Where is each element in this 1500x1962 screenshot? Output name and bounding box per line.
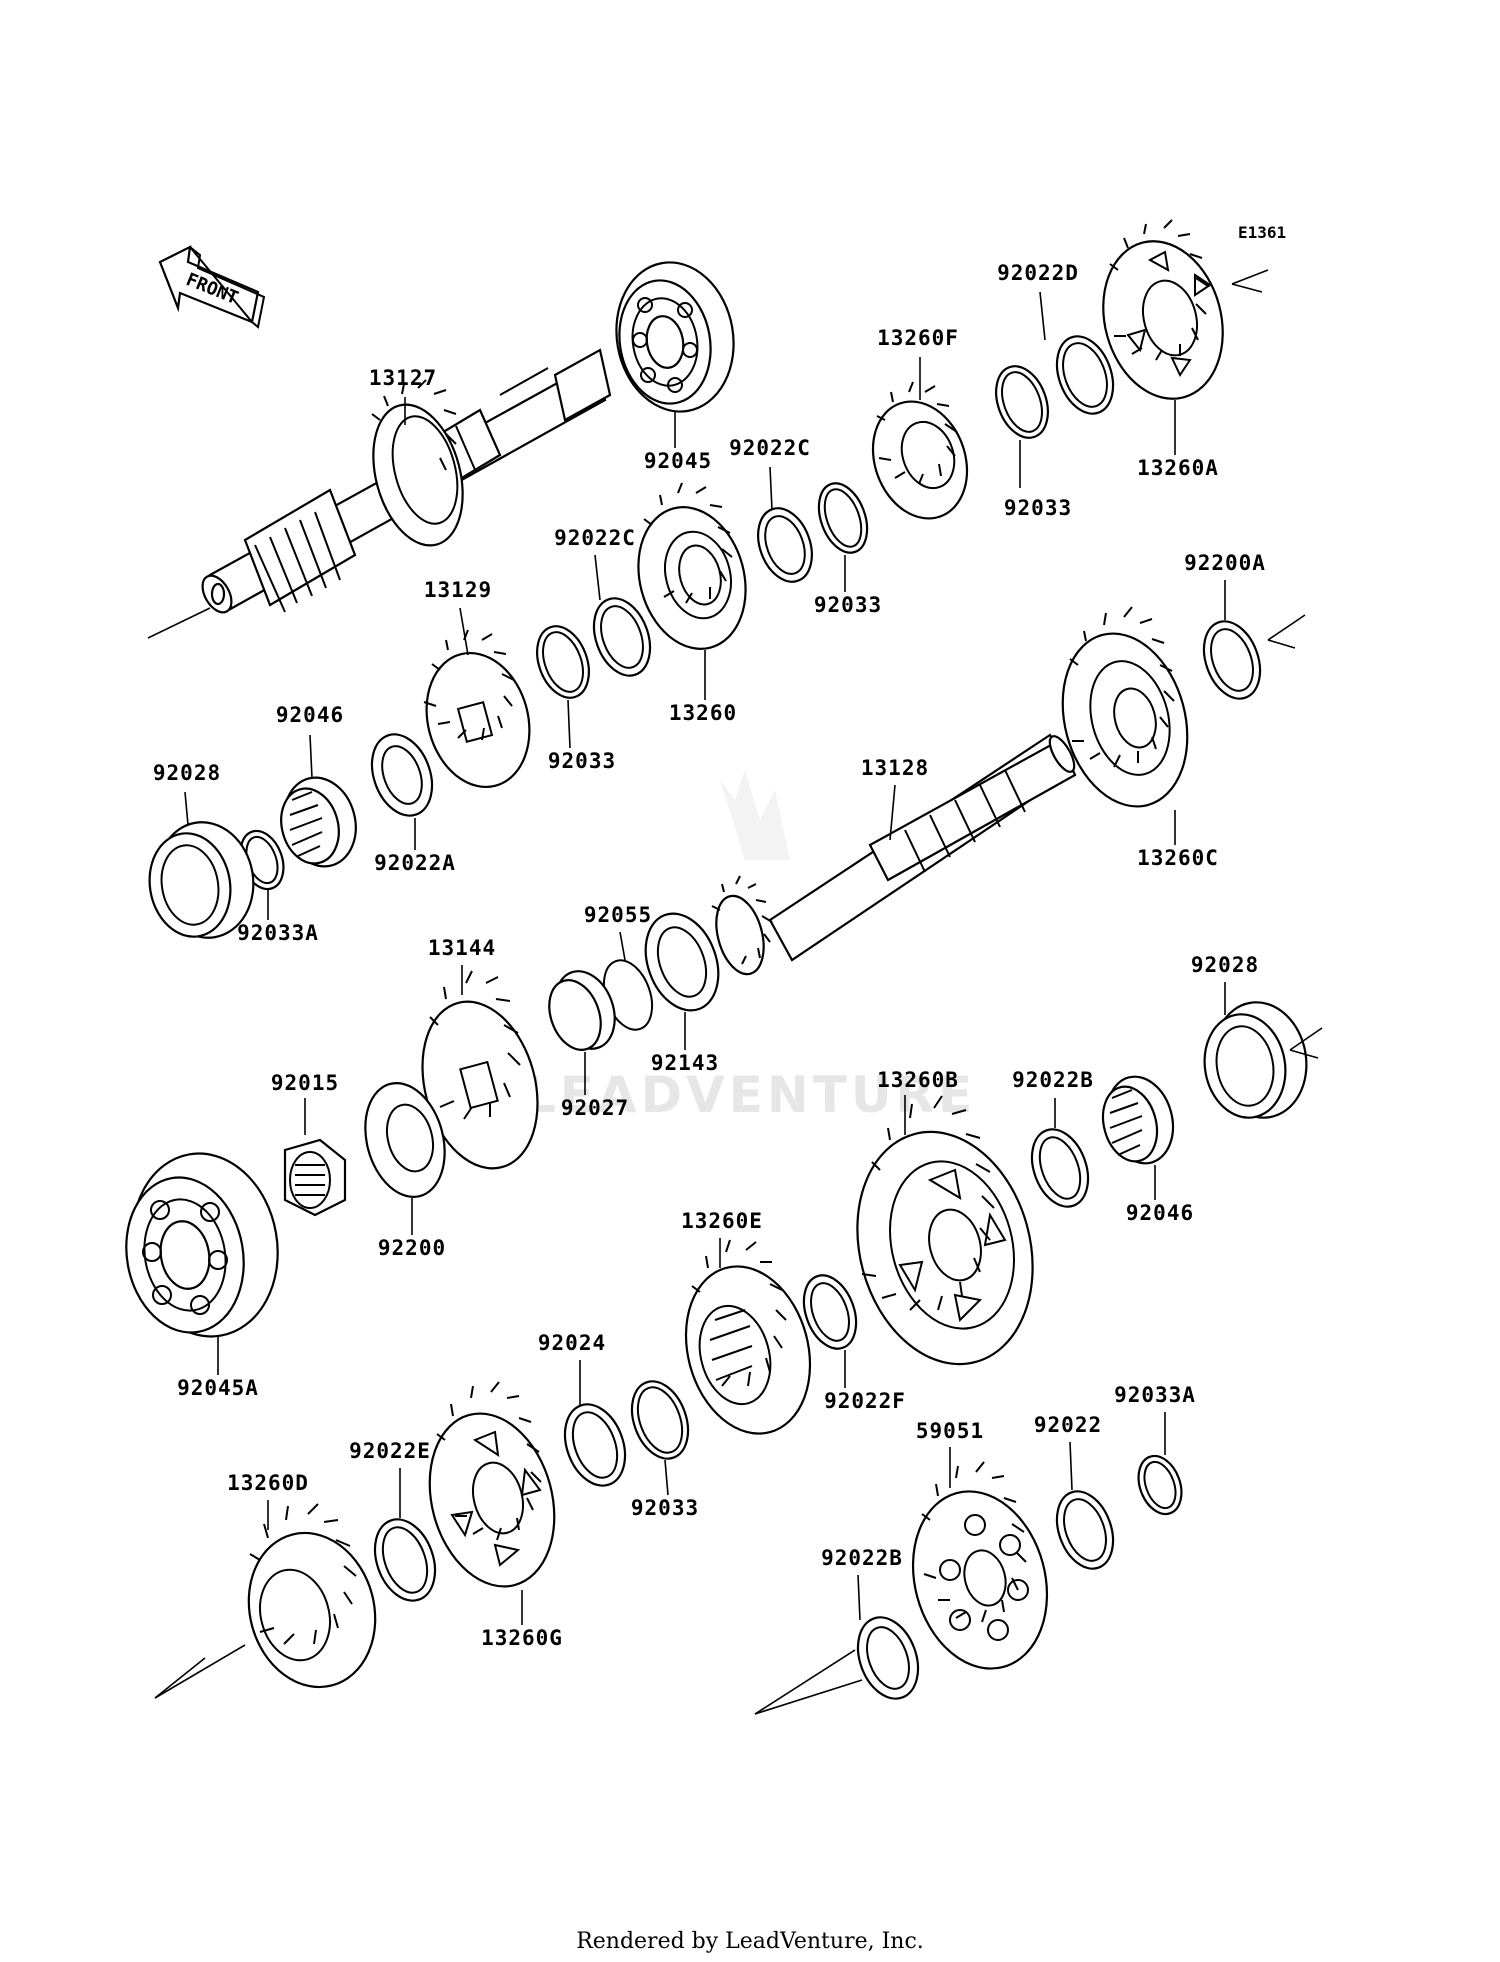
gear-13260D <box>247 1503 377 1689</box>
part-label[interactable]: 13260B <box>877 1068 959 1092</box>
footer-credit: Rendered by LeadVenture, Inc. <box>576 1929 924 1954</box>
part-label[interactable]: 92028 <box>153 761 221 785</box>
needle-bearing-92046-left <box>280 776 357 868</box>
washer-92200 <box>364 1082 446 1198</box>
part-label[interactable]: 13260E <box>681 1209 763 1233</box>
part-label[interactable]: 92143 <box>651 1051 719 1075</box>
part-label[interactable]: 13129 <box>424 578 492 602</box>
circlip-92033-c <box>536 625 590 699</box>
part-label[interactable]: 92055 <box>584 903 652 927</box>
part-label[interactable]: 92200 <box>378 1236 446 1260</box>
part-label[interactable]: 92200A <box>1184 551 1266 575</box>
ring-92022E <box>373 1518 437 1602</box>
part-label[interactable]: 13260D <box>227 1471 309 1495</box>
part-label[interactable]: 92022C <box>554 526 636 550</box>
part-label[interactable]: 92022A <box>374 851 456 875</box>
ring-92022 <box>1055 1490 1115 1570</box>
part-label[interactable]: 92046 <box>1126 1201 1194 1225</box>
part-label[interactable]: 59051 <box>916 1419 984 1443</box>
ring-92022A <box>370 733 434 817</box>
gear-13260 <box>637 482 747 650</box>
part-label[interactable]: 92033 <box>631 1496 699 1520</box>
part-label[interactable]: 13260A <box>1137 456 1219 480</box>
ring-92022F <box>802 1274 858 1350</box>
gear-13260A <box>1102 219 1224 400</box>
collar-92028-right <box>1203 1001 1308 1119</box>
part-label[interactable]: 13260C <box>1137 846 1219 870</box>
part-label[interactable]: 92028 <box>1191 953 1259 977</box>
ring-92022B-right <box>1030 1128 1090 1208</box>
part-label[interactable]: 92022 <box>1034 1413 1102 1437</box>
ring-92022C-mid <box>592 597 652 677</box>
collar-92143 <box>644 912 720 1012</box>
part-label[interactable]: 92027 <box>561 1096 629 1120</box>
part-label[interactable]: 13127 <box>369 366 437 390</box>
part-label[interactable]: 13144 <box>428 936 496 960</box>
diagram-code: E1361 <box>1238 223 1286 242</box>
gear-13260E <box>684 1239 812 1435</box>
part-label[interactable]: 13260 <box>669 701 737 725</box>
gear-13260B <box>856 1095 1034 1366</box>
leader-lines <box>184 291 1226 1625</box>
shaft-13128 <box>711 733 1077 976</box>
part-label[interactable]: 13260F <box>877 326 959 350</box>
bearing-92045 <box>615 261 735 413</box>
part-label[interactable]: 92033 <box>548 749 616 773</box>
ring-92024 <box>563 1403 627 1487</box>
part-label[interactable]: 92022B <box>821 1546 903 1570</box>
circlip-92033-d <box>630 1380 690 1460</box>
part-label[interactable]: 92033 <box>814 593 882 617</box>
circlip-92033-b <box>995 365 1049 439</box>
gear-13260C <box>1061 606 1189 808</box>
part-label[interactable]: 92045 <box>644 449 712 473</box>
ring-92022C-top <box>757 507 813 583</box>
part-label[interactable]: 92022D <box>997 261 1079 285</box>
watermark-text: LEADVENTURE <box>524 1066 976 1124</box>
gear-13260G <box>428 1381 556 1588</box>
part-label[interactable]: 92024 <box>538 1331 606 1355</box>
part-label[interactable]: 92033 <box>1004 496 1072 520</box>
collar-92027 <box>548 970 616 1051</box>
needle-bearing-92046-right <box>1101 1075 1175 1165</box>
part-label[interactable]: 13260G <box>481 1626 563 1650</box>
ring-92022B-bottom <box>856 1616 920 1700</box>
part-label[interactable]: 92022E <box>349 1439 431 1463</box>
watermark-logo <box>720 770 790 860</box>
gear-13260F <box>871 381 969 520</box>
circlip-92033A-right <box>1137 1454 1183 1516</box>
shaft-13127 <box>147 348 612 639</box>
gear-59051 <box>911 1461 1049 1670</box>
part-label[interactable]: 92022F <box>824 1389 906 1413</box>
ring-92200A <box>1202 620 1262 700</box>
part-labels: 13127 92045 92022C 13260F 92022D 13260A … <box>153 261 1266 1650</box>
part-label[interactable]: 13128 <box>861 756 929 780</box>
gear-13129 <box>423 629 531 789</box>
ring-92022D <box>1055 335 1115 415</box>
nut-92015 <box>283 1138 347 1217</box>
part-label[interactable]: 92022B <box>1012 1068 1094 1092</box>
part-label[interactable]: 92045A <box>177 1376 259 1400</box>
circlip-92033-a <box>817 482 869 554</box>
part-label[interactable]: 92022C <box>729 436 811 460</box>
part-label[interactable]: 92046 <box>276 703 344 727</box>
bearing-92045A <box>125 1152 279 1338</box>
part-label[interactable]: 92033A <box>1114 1383 1196 1407</box>
front-arrow-icon: FRONT <box>158 245 266 329</box>
part-label[interactable]: 92015 <box>271 1071 339 1095</box>
part-label[interactable]: 92033A <box>237 921 319 945</box>
collar-92028-left <box>148 821 255 939</box>
